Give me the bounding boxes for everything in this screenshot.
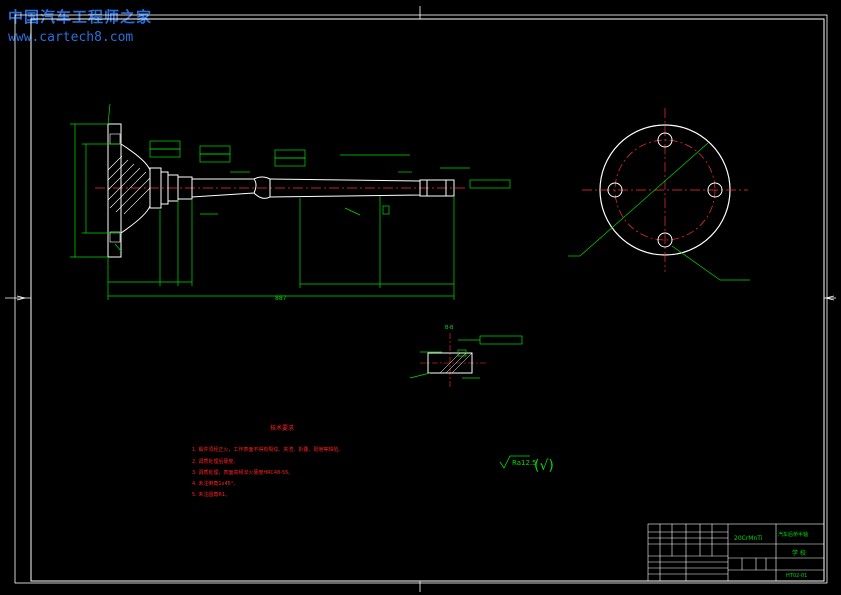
drawing-title: 汽车后桥半轴 <box>778 531 808 538</box>
roughness-symbol: (√) <box>534 458 554 474</box>
spline-end <box>419 179 455 197</box>
surface-roughness-note: Ra12.5 (√) <box>499 455 554 474</box>
tech-note-item: 3. 调质处理，表面高频淬火硬度HRC48-55。 <box>192 469 293 476</box>
roughness-icon <box>499 455 530 469</box>
flange-outline <box>107 123 122 258</box>
tech-note-item: 5. 未注圆角R1。 <box>192 491 230 498</box>
watermark-url: www.cartech8.com <box>8 30 134 45</box>
bolt-hole <box>657 232 673 248</box>
drawing-number: HT02-01 <box>786 573 807 579</box>
tech-note-item: 4. 未注倒角1x45°。 <box>192 480 238 487</box>
section-hatching <box>107 133 151 243</box>
axle-shaft-side-view: 887 <box>70 103 511 302</box>
tech-note-item: 2. 调质处理后硬度。 <box>192 458 238 465</box>
drawing-frame <box>5 6 836 592</box>
material-label: 20CrMnTi <box>734 535 763 542</box>
overall-length-dim: 887 <box>275 295 287 302</box>
bolt-hole <box>607 182 623 198</box>
bolt-hole <box>657 132 673 148</box>
flange-end-view <box>568 108 750 281</box>
roughness-value: Ra12.5 <box>512 459 537 467</box>
hub-fillet <box>120 143 151 234</box>
watermark-title: 中国汽车工程师之家 <box>8 8 153 26</box>
title-block <box>647 523 825 582</box>
section-b-b-view: B-B <box>409 325 523 388</box>
tech-note-item: 1. 锻件须经正火，工作表面不得有裂纹、夹渣、折叠、斑疤等缺陷。 <box>192 446 343 453</box>
dimension-lines <box>70 103 511 300</box>
tech-notes-heading: 技术要求 <box>270 424 294 432</box>
bolt-hole <box>707 182 723 198</box>
technical-notes: 技术要求 1. 锻件须经正火，工作表面不得有裂纹、夹渣、折叠、斑疤等缺陷。 2.… <box>192 424 343 498</box>
school-label: 学 校 <box>792 549 806 557</box>
section-label: B-B <box>445 325 454 331</box>
